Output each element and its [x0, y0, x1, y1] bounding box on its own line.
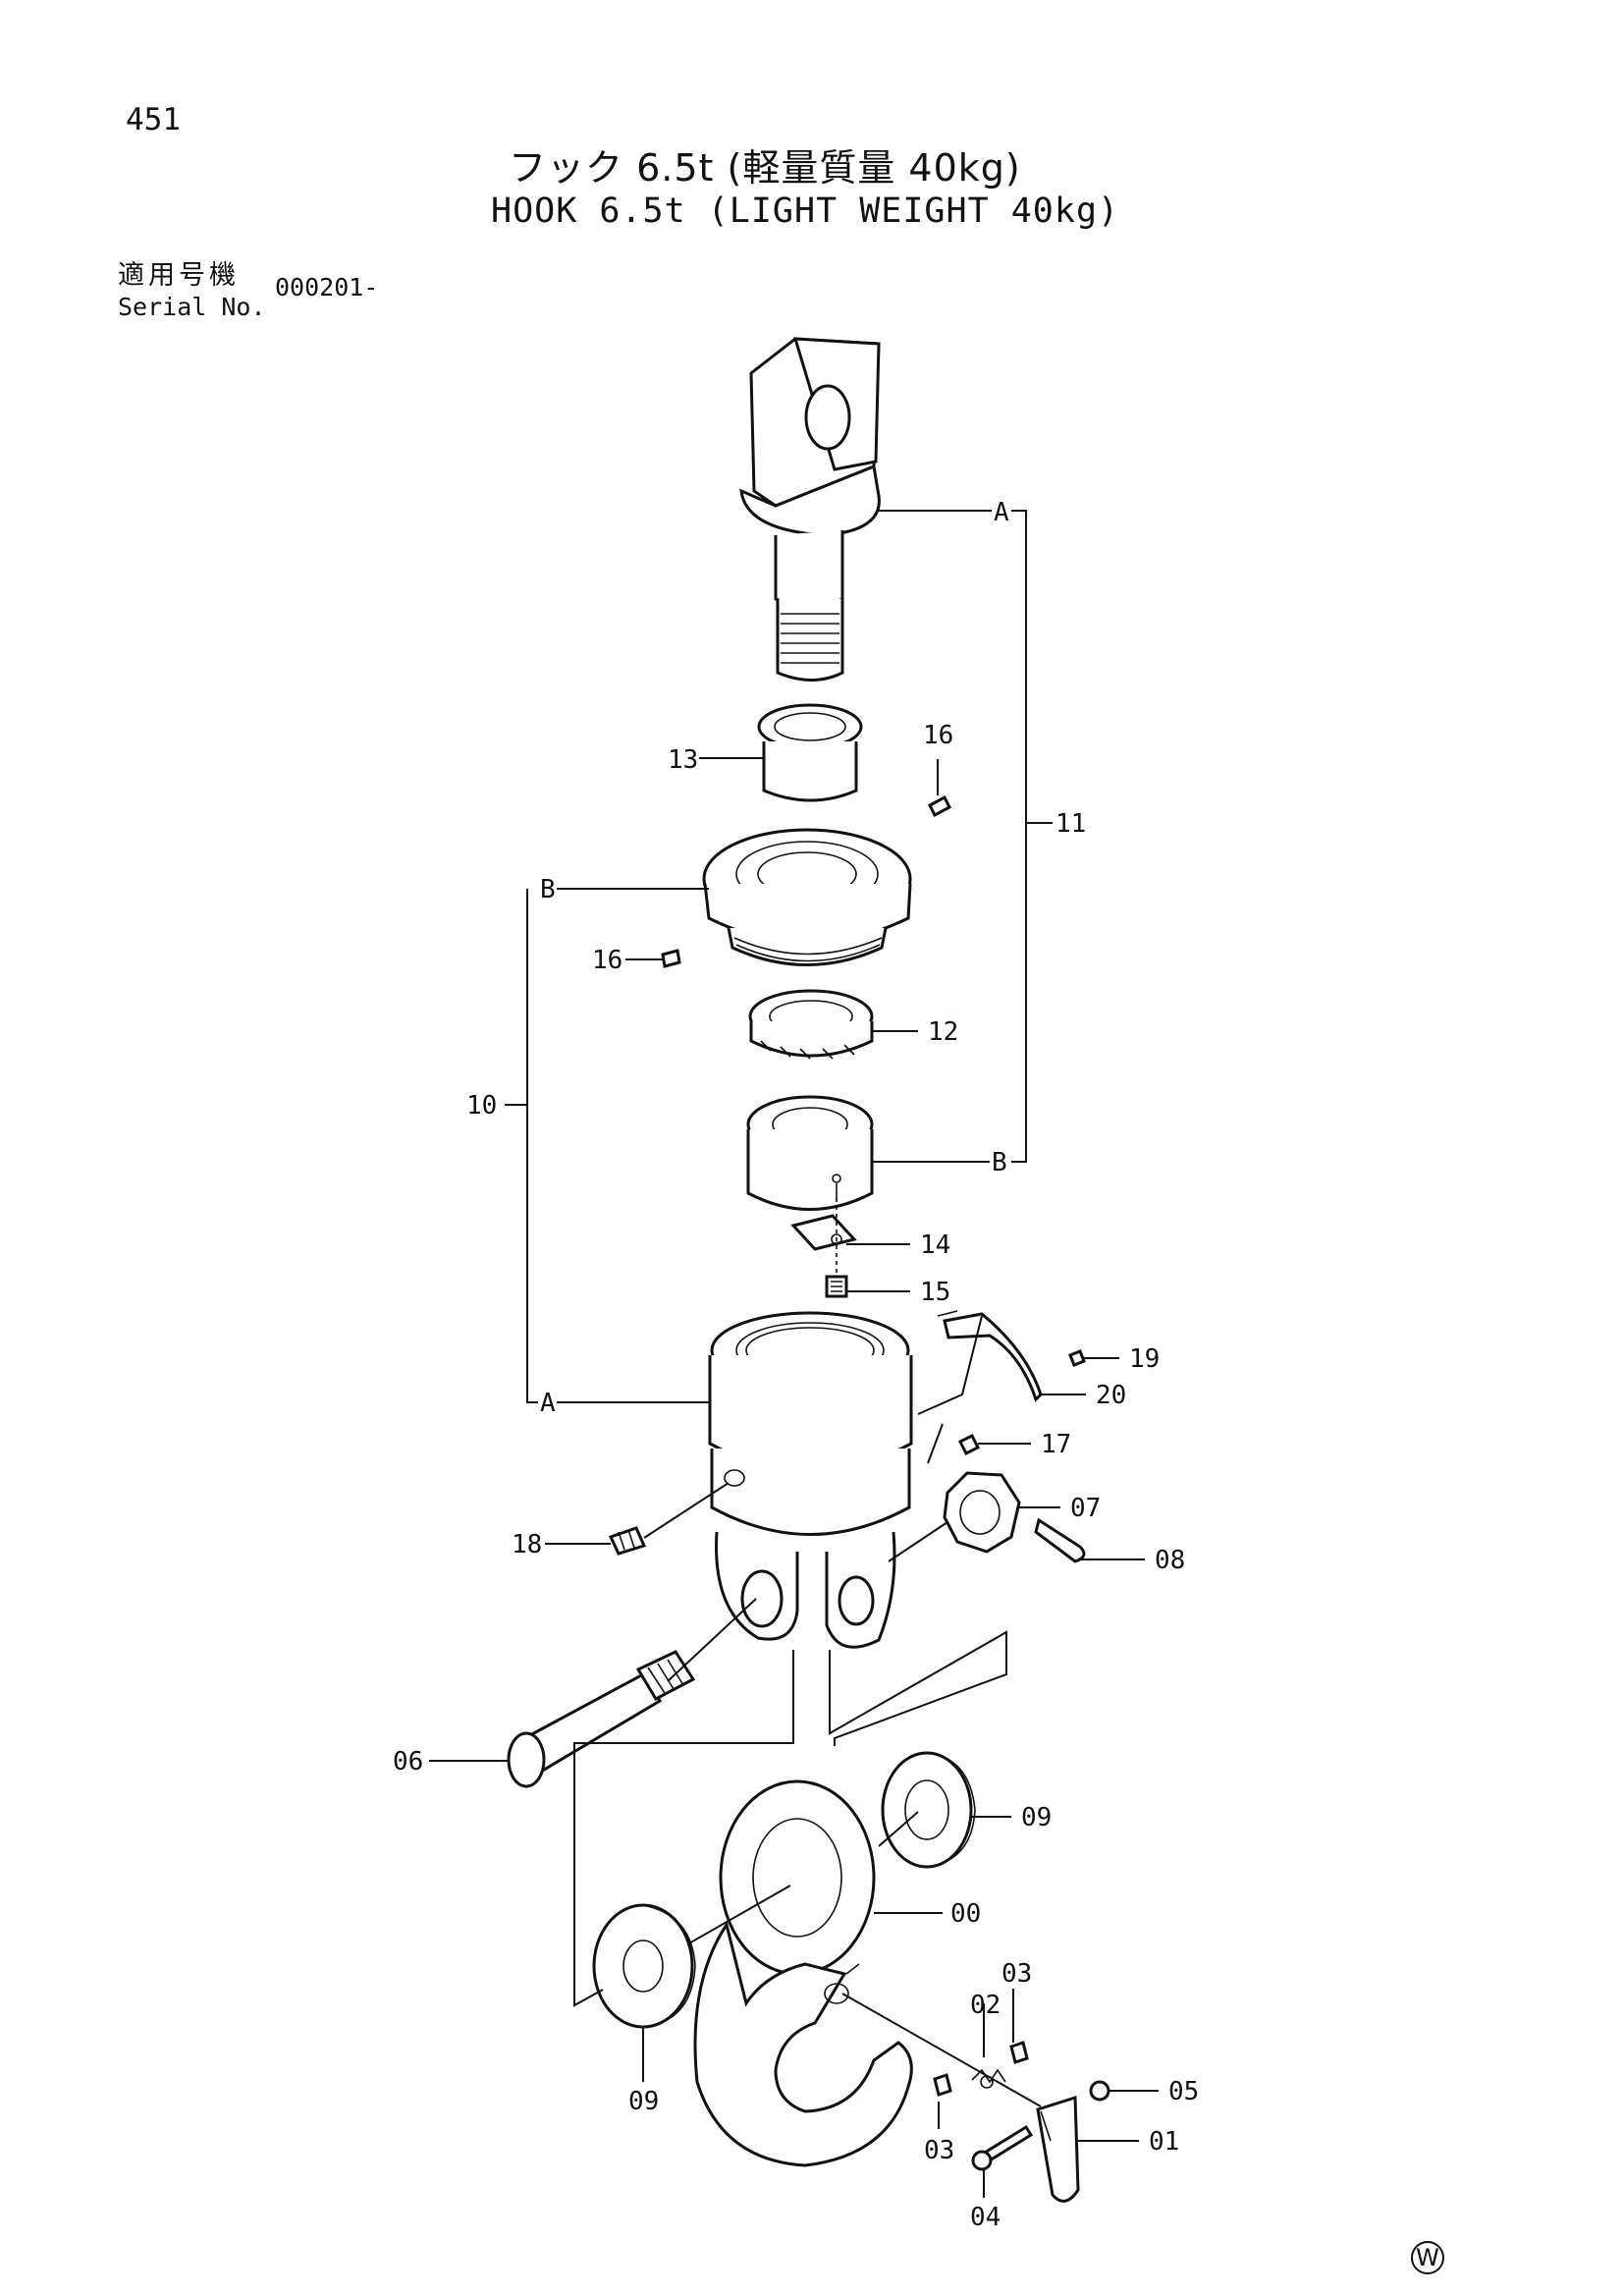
eye-bolt-shank [739, 337, 881, 682]
callout-16-upper: 16 [923, 721, 953, 750]
callout-14: 14 [920, 1230, 950, 1260]
part-12-thrust-bearing [748, 989, 874, 1060]
part-14-lock-plate [790, 1214, 857, 1251]
callout-B-upper: B [540, 875, 556, 904]
part-thread-housing [702, 828, 912, 966]
part-02-spring [971, 2068, 1006, 2089]
callout-13: 13 [668, 745, 698, 775]
part-hook-frame [708, 1311, 913, 1649]
callout-11: 11 [1055, 809, 1086, 839]
callout-19: 19 [1129, 1344, 1160, 1374]
page-title-japanese: フック 6.5t (軽量質量 40kg) [509, 146, 1021, 190]
part-03-spacer-upper [1009, 2041, 1029, 2064]
callout-05: 05 [1168, 2077, 1199, 2106]
callout-12: 12 [928, 1017, 958, 1047]
callout-09-left: 09 [628, 2087, 659, 2116]
callout-04: 04 [970, 2203, 1001, 2232]
leader-lines [429, 510, 1159, 2198]
callout-16-lower: 16 [592, 946, 622, 975]
serial-label-english: Serial No. [118, 293, 266, 321]
part-01-latch [1036, 2095, 1080, 2203]
part-18-grease-nipple [608, 1526, 647, 1556]
part-06-pin [507, 1650, 696, 1788]
part-05-nut [1089, 2080, 1110, 2102]
callout-18: 18 [512, 1530, 542, 1559]
callout-A-lower: A [540, 1389, 556, 1418]
serial-label-japanese: 適用号機 [118, 260, 240, 291]
part-20-cover [937, 1310, 1043, 1402]
part-16-set-screw-upper [928, 794, 951, 818]
part-13-bushing [757, 703, 863, 802]
callout-09-right: 09 [1021, 1803, 1052, 1832]
part-15-screw [825, 1275, 848, 1298]
callout-15: 15 [920, 1278, 950, 1307]
part-09-washer-left [592, 1903, 696, 2029]
part-09-washer-right [881, 1751, 976, 1869]
callout-20: 20 [1096, 1381, 1126, 1410]
part-17-plug [957, 1433, 981, 1456]
part-07-castle-nut [943, 1471, 1021, 1554]
callout-17: 17 [1041, 1430, 1071, 1459]
page-number: 451 [126, 102, 181, 137]
callout-labels: A 11 B B A 10 13 16 16 12 14 15 19 20 17… [393, 498, 1199, 2232]
part-16-set-screw-lower [661, 949, 681, 968]
callout-06: 06 [393, 1747, 423, 1777]
page-title-english: HOOK 6.5t (LIGHT WEIGHT 40kg) [491, 191, 1120, 231]
callout-A-top: A [994, 498, 1009, 527]
callout-10: 10 [466, 1091, 497, 1121]
callout-01: 01 [1149, 2127, 1179, 2157]
callout-08: 08 [1155, 1546, 1185, 1575]
watermark-w-mark: W [1411, 2241, 1444, 2274]
part-19-bolt [1068, 1349, 1086, 1367]
callout-02: 02 [970, 1991, 1001, 2020]
part-08-cotter-pin [1034, 1517, 1086, 1563]
part-threaded-collar [746, 1095, 874, 1211]
callout-B-lower: B [992, 1148, 1007, 1177]
part-03-spacer-lower [933, 2073, 952, 2097]
part-00-hook [693, 1779, 913, 2167]
part-04-bolt [971, 2124, 1034, 2171]
callout-03-upper: 03 [1001, 1959, 1032, 1989]
serial-number-value: 000201- [275, 273, 379, 301]
callout-07: 07 [1070, 1494, 1101, 1523]
callout-03-lower: 03 [924, 2136, 954, 2165]
callout-00: 00 [950, 1899, 981, 1929]
